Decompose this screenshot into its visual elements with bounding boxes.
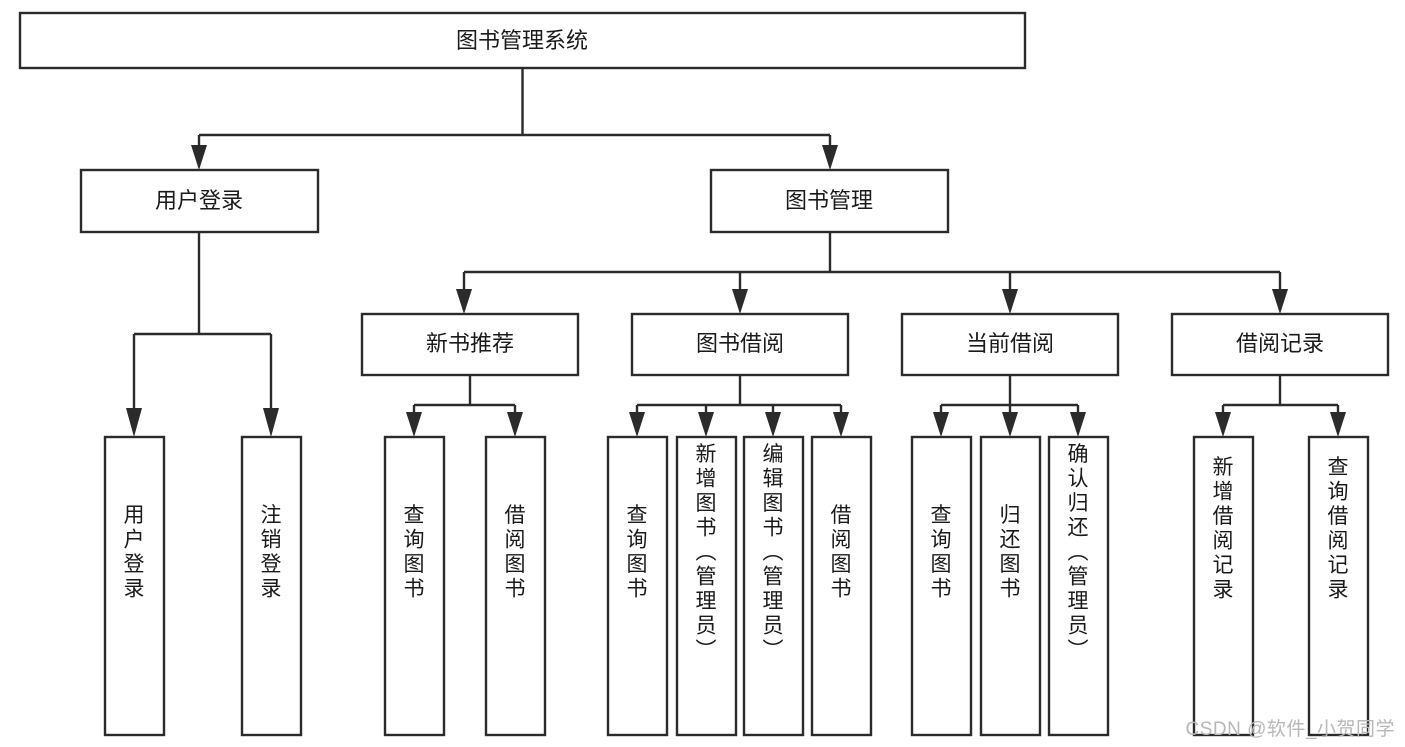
arrow-head-leaf-user-login (126, 408, 142, 437)
arrow-head-leaf-edit-book (765, 412, 781, 437)
node-leaf-borrow-book-2-box[interactable] (810, 435, 873, 737)
node-leaf-return-book[interactable]: 归还图书 (979, 435, 1042, 737)
node-leaf-user-login[interactable]: 用户登录 (103, 435, 166, 737)
node-root-label: 图书管理系统 (456, 28, 588, 53)
node-leaf-add-book[interactable]: 新增图书︵管理员︶ (675, 435, 738, 737)
arrow-head-borrow-record (1272, 289, 1288, 314)
node-root[interactable]: 图书管理系统 (18, 11, 1027, 70)
node-leaf-query-book-1-label: 查询图书 (404, 504, 425, 601)
node-book-borrow-label: 图书借阅 (696, 331, 784, 356)
node-leaf-query-record-box[interactable] (1307, 435, 1370, 737)
node-borrow-record[interactable]: 借阅记录 (1170, 312, 1390, 377)
arrow-head-leaf-return-book (1002, 412, 1018, 437)
node-current-borrow[interactable]: 当前借阅 (900, 312, 1120, 377)
arrow-head-user-login (191, 145, 207, 170)
node-leaf-query-record-label: 查询借阅记录 (1328, 456, 1349, 602)
connector-group-current-borrow-to-leaves (933, 375, 1086, 437)
node-leaf-user-login-label: 用户登录 (124, 504, 145, 601)
node-book-management-label: 图书管理 (785, 188, 873, 213)
arrow-head-current-borrow (1002, 289, 1018, 314)
arrow-head-book-management (822, 145, 838, 170)
node-leaf-logout-login-label: 注销登录 (261, 504, 282, 601)
node-user-login-box[interactable] (79, 168, 320, 234)
node-leaf-edit-book-label: 编辑图书︵管理员︶ (763, 443, 784, 662)
connector-group-borrow-record-to-leaves (1215, 375, 1346, 437)
arrow-head-leaf-query-record (1330, 412, 1346, 437)
node-leaf-query-book-2-box[interactable] (606, 435, 669, 737)
node-leaf-borrow-book-1-label: 借阅图书 (505, 504, 526, 601)
node-leaf-logout-login[interactable]: 注销登录 (240, 435, 303, 737)
node-book-borrow[interactable]: 图书借阅 (630, 312, 850, 377)
arrow-head-leaf-add-book (698, 412, 714, 437)
node-leaf-borrow-book-1-box[interactable] (484, 435, 547, 737)
node-user-login[interactable]: 用户登录 (79, 168, 320, 234)
node-leaf-query-record[interactable]: 查询借阅记录 (1307, 435, 1370, 737)
arrow-head-leaf-add-record (1215, 412, 1231, 437)
arrow-head-new-book-recommend (456, 289, 472, 314)
node-leaf-add-record-label: 新增借阅记录 (1213, 456, 1234, 602)
node-new-book-recommend-label: 新书推荐 (426, 331, 514, 356)
node-leaf-query-book-1-box[interactable] (383, 435, 446, 737)
node-leaf-confirm-return-box[interactable] (1047, 435, 1110, 737)
arrow-head-leaf-borrow-book-1 (507, 412, 523, 437)
node-leaf-query-book-3-label: 查询图书 (931, 504, 952, 601)
node-leaf-add-book-box[interactable] (675, 435, 738, 737)
node-leaf-edit-book[interactable]: 编辑图书︵管理员︶ (742, 435, 805, 737)
node-leaf-user-login-box[interactable] (103, 435, 166, 737)
node-new-book-recommend[interactable]: 新书推荐 (360, 312, 580, 377)
arrow-head-leaf-query-book-2 (629, 412, 645, 437)
node-book-borrow-box[interactable] (630, 312, 850, 377)
node-leaf-query-book-2-label: 查询图书 (627, 504, 648, 601)
node-borrow-record-label: 借阅记录 (1236, 331, 1324, 356)
node-book-management-box[interactable] (709, 168, 950, 234)
node-new-book-recommend-box[interactable] (360, 312, 580, 377)
connector-group-new-book-recommend-to-leaves (406, 375, 523, 437)
node-leaf-confirm-return[interactable]: 确认归还︵管理员︶ (1047, 435, 1110, 737)
arrow-head-book-borrow (732, 289, 748, 314)
connector-group-book-management-to-level3 (456, 232, 1288, 314)
arrow-head-leaf-query-book-3 (933, 412, 949, 437)
node-leaf-add-book-label: 新增图书︵管理员︶ (696, 443, 717, 662)
connector-group-root-to-level2 (191, 68, 838, 170)
node-leaf-query-book-3[interactable]: 查询图书 (910, 435, 973, 737)
node-root-box[interactable] (18, 11, 1027, 70)
node-leaf-return-book-box[interactable] (979, 435, 1042, 737)
node-leaf-add-record-box[interactable] (1192, 435, 1255, 737)
node-leaf-query-book-3-box[interactable] (910, 435, 973, 737)
node-leaf-borrow-book-2-label: 借阅图书 (831, 504, 852, 601)
node-leaf-borrow-book-2[interactable]: 借阅图书 (810, 435, 873, 737)
node-leaf-query-book-2[interactable]: 查询图书 (606, 435, 669, 737)
connector-group-user-login-to-leaves (126, 232, 279, 437)
connector-group-book-borrow-to-leaves (629, 375, 849, 437)
node-leaf-borrow-book-1[interactable]: 借阅图书 (484, 435, 547, 737)
node-leaf-confirm-return-label: 确认归还︵管理员︶ (1068, 443, 1089, 662)
node-current-borrow-label: 当前借阅 (966, 331, 1054, 356)
node-leaf-query-book-1[interactable]: 查询图书 (383, 435, 446, 737)
node-leaf-edit-book-box[interactable] (742, 435, 805, 737)
arrow-head-leaf-logout-login (263, 408, 279, 437)
node-leaf-return-book-label: 归还图书 (1000, 504, 1021, 601)
node-leaf-logout-login-box[interactable] (240, 435, 303, 737)
node-borrow-record-box[interactable] (1170, 312, 1390, 377)
node-current-borrow-box[interactable] (900, 312, 1120, 377)
node-user-login-label: 用户登录 (155, 188, 243, 213)
arrow-head-leaf-borrow-book-2 (833, 412, 849, 437)
arrow-head-leaf-confirm-return (1070, 412, 1086, 437)
node-book-management[interactable]: 图书管理 (709, 168, 950, 234)
arrow-head-leaf-query-book-1 (406, 412, 422, 437)
node-leaf-add-record[interactable]: 新增借阅记录 (1192, 435, 1255, 737)
